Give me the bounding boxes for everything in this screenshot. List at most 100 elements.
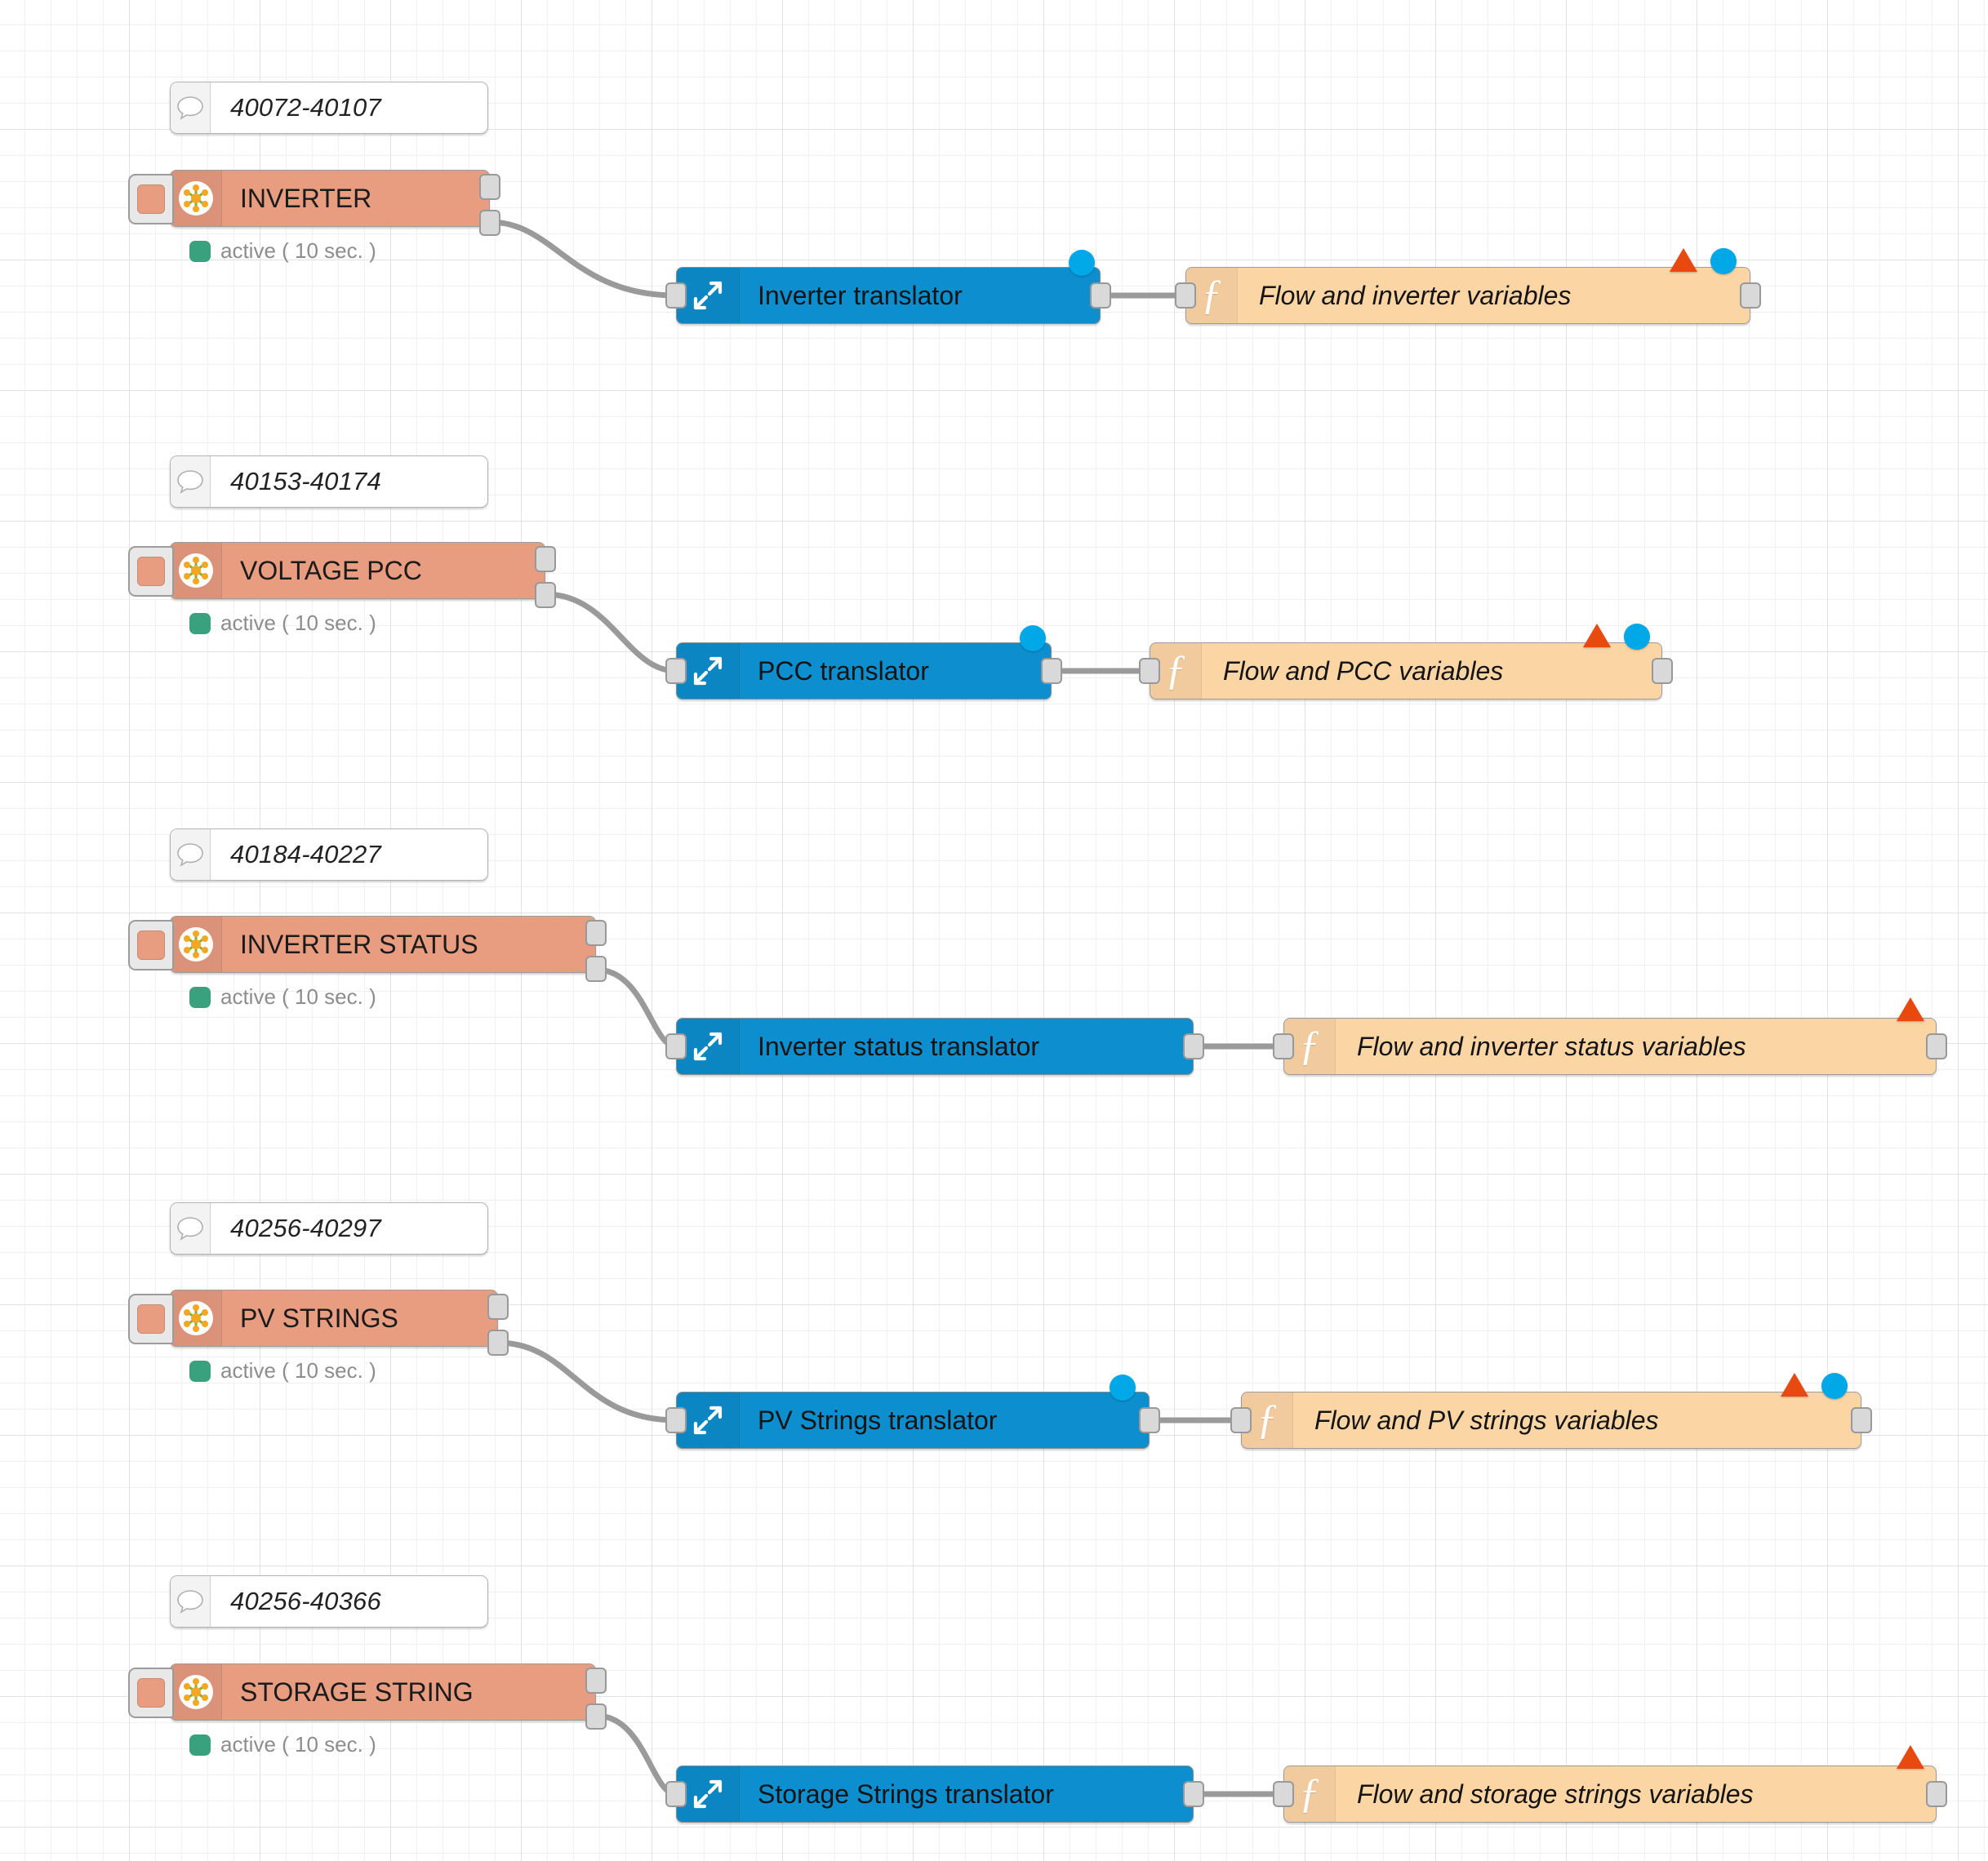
status-text: active ( 10 sec. )	[220, 1358, 376, 1383]
translator-node-storage-strings[interactable]: Storage Strings translator	[665, 1766, 1204, 1823]
node-status-voltage-pcc: active ( 10 sec. )	[189, 611, 376, 636]
input-port[interactable]	[1230, 1407, 1252, 1433]
comment-label: 40256-40297	[230, 1214, 381, 1242]
function-node-label: Flow and inverter variables	[1259, 280, 1572, 310]
output-port-1[interactable]	[585, 920, 607, 946]
node-status-inverter: active ( 10 sec. )	[189, 238, 376, 264]
output-port[interactable]	[1183, 1781, 1204, 1807]
speech-bubble-icon	[171, 456, 211, 507]
modbus-node-inverter[interactable]: INVERTER	[128, 170, 500, 236]
input-port[interactable]	[665, 658, 687, 684]
modbus-node-storage-strings[interactable]: STORAGE STRING	[128, 1663, 607, 1730]
output-port[interactable]	[1926, 1033, 1947, 1059]
translator-node-label: PCC translator	[758, 655, 929, 686]
node-status-inverter-status: active ( 10 sec. )	[189, 984, 376, 1010]
flower-asterisk-icon	[171, 543, 222, 598]
input-port[interactable]	[1273, 1781, 1294, 1807]
function-f-icon: ƒ	[1186, 268, 1238, 323]
translator-node-voltage-pcc[interactable]: PCC translator	[665, 625, 1062, 700]
translator-node-label: Inverter translator	[758, 280, 963, 310]
info-badge	[1821, 1373, 1848, 1399]
status-dot	[189, 1734, 211, 1756]
output-port-1[interactable]	[535, 546, 556, 572]
status-dot	[189, 1360, 211, 1382]
flower-asterisk-icon	[171, 171, 222, 226]
node-status-pv-strings: active ( 10 sec. )	[189, 1358, 376, 1384]
output-port[interactable]	[1041, 658, 1062, 684]
comment-node-inverter[interactable]: 40072-40107	[170, 82, 488, 134]
function-node-inverter-status[interactable]: ƒ Flow and inverter status variables	[1273, 997, 1947, 1075]
output-port-2[interactable]	[585, 1703, 607, 1730]
node-button-swatch	[137, 184, 165, 214]
speech-bubble-icon	[171, 1576, 211, 1627]
function-node-voltage-pcc[interactable]: ƒ Flow and PCC variables	[1139, 624, 1673, 700]
status-text: active ( 10 sec. )	[220, 611, 376, 635]
input-port[interactable]	[665, 1781, 687, 1807]
output-port[interactable]	[1851, 1407, 1872, 1433]
node-button-swatch	[137, 930, 165, 960]
comment-node-inverter-status[interactable]: 40184-40227	[170, 828, 488, 881]
input-port[interactable]	[1175, 282, 1196, 309]
output-port[interactable]	[1090, 282, 1111, 309]
expand-arrows-icon	[677, 1019, 740, 1074]
translator-node-label: PV Strings translator	[758, 1405, 998, 1435]
node-status-storage-strings: active ( 10 sec. )	[189, 1732, 376, 1757]
output-port[interactable]	[1183, 1033, 1204, 1059]
output-port-1[interactable]	[479, 174, 500, 200]
warning-badge	[1781, 1373, 1808, 1397]
function-glyph: ƒ	[1299, 1023, 1320, 1069]
input-port[interactable]	[1139, 658, 1160, 684]
flower-asterisk-icon	[171, 917, 222, 972]
modbus-node-voltage-pcc[interactable]: VOLTAGE PCC	[128, 542, 556, 608]
modbus-node-label: INVERTER STATUS	[240, 929, 478, 959]
warning-badge	[1583, 624, 1611, 647]
node-button-swatch	[137, 557, 165, 586]
output-port[interactable]	[1926, 1781, 1947, 1807]
translator-node-pv-strings[interactable]: PV Strings translator	[665, 1375, 1160, 1449]
comment-node-voltage-pcc[interactable]: 40153-40174	[170, 455, 488, 508]
output-port-2[interactable]	[479, 210, 500, 236]
comment-node-storage-strings[interactable]: 40256-40366	[170, 1575, 488, 1628]
status-dot	[189, 612, 211, 634]
speech-bubble-icon	[171, 82, 211, 133]
output-port-2[interactable]	[487, 1330, 509, 1356]
output-port-1[interactable]	[487, 1294, 509, 1320]
modbus-node-pv-strings[interactable]: PV STRINGS	[128, 1290, 509, 1356]
expand-arrows-icon	[677, 643, 740, 699]
node-toggle-button[interactable]	[128, 174, 174, 224]
comment-node-pv-strings[interactable]: 40256-40297	[170, 1202, 488, 1255]
node-toggle-button[interactable]	[128, 1668, 174, 1718]
output-port[interactable]	[1139, 1407, 1160, 1433]
status-text: active ( 10 sec. )	[220, 238, 376, 263]
translator-node-inverter-status[interactable]: Inverter status translator	[665, 1018, 1204, 1075]
output-port-2[interactable]	[535, 582, 556, 608]
function-node-storage-strings[interactable]: ƒ Flow and storage strings variables	[1273, 1745, 1947, 1823]
output-port[interactable]	[1652, 658, 1673, 684]
modbus-node-label: VOLTAGE PCC	[240, 555, 422, 585]
input-port[interactable]	[665, 1407, 687, 1433]
flower-asterisk-icon	[171, 1664, 222, 1720]
translator-node-label: Storage Strings translator	[758, 1779, 1054, 1809]
output-port[interactable]	[1740, 282, 1761, 309]
function-node-label: Flow and inverter status variables	[1357, 1031, 1746, 1061]
expand-arrows-icon	[677, 268, 740, 323]
input-port[interactable]	[1273, 1033, 1294, 1059]
node-toggle-button[interactable]	[128, 920, 174, 970]
speech-bubble-icon	[171, 1203, 211, 1254]
output-port-1[interactable]	[585, 1668, 607, 1694]
input-port[interactable]	[665, 1033, 687, 1059]
modbus-node-label: PV STRINGS	[240, 1303, 398, 1333]
comment-label: 40153-40174	[230, 467, 381, 495]
translator-node-inverter[interactable]: Inverter translator	[665, 250, 1111, 324]
node-toggle-button[interactable]	[128, 1294, 174, 1344]
comment-label: 40072-40107	[230, 93, 381, 122]
modbus-node-inverter-status[interactable]: INVERTER STATUS	[128, 916, 607, 982]
function-node-pv-strings[interactable]: ƒ Flow and PV strings variables	[1230, 1373, 1872, 1449]
expand-arrows-icon	[677, 1392, 740, 1448]
function-node-inverter[interactable]: ƒ Flow and inverter variables	[1175, 248, 1761, 324]
output-port-2[interactable]	[585, 956, 607, 982]
function-node-label: Flow and storage strings variables	[1357, 1779, 1754, 1809]
node-toggle-button[interactable]	[128, 546, 174, 597]
input-port[interactable]	[665, 282, 687, 309]
